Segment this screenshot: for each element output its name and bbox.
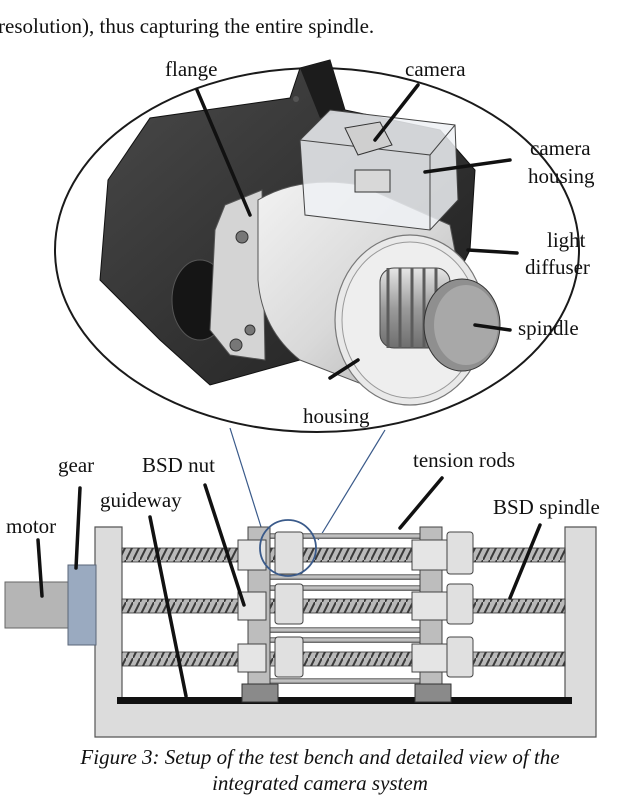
label-guideway: guideway (100, 488, 182, 512)
label-motor: motor (6, 514, 56, 538)
zoom-lines (229, 427, 386, 541)
label-gear: gear (58, 453, 94, 477)
carriage-left (237, 526, 304, 703)
flange-plate (209, 189, 266, 361)
detail-leaders (195, 83, 519, 380)
flange-bolt-3 (244, 324, 256, 336)
bsd-spindle-2 (121, 598, 566, 614)
guideway-plate (117, 697, 572, 704)
tension-rod-3 (265, 585, 425, 591)
label-tension-rods: tension rods (413, 448, 515, 472)
test-bench: gear motor BSD nut guideway tension rods… (4, 448, 600, 738)
flange-bolt-2 (229, 338, 243, 352)
zoom-circle (259, 519, 317, 577)
bench-frame (94, 526, 597, 738)
tension-rod-4 (265, 627, 425, 633)
spindle-detail (379, 267, 501, 372)
tension-rod-6 (265, 678, 425, 684)
caption-line-2: integrated camera system (212, 771, 428, 795)
camera-mount (354, 169, 391, 193)
label-light-diffuser-2: diffuser (525, 255, 590, 279)
label-flange: flange (165, 57, 217, 81)
tension-rod-5 (265, 637, 425, 643)
label-bsd-spindle: BSD spindle (493, 495, 600, 519)
label-spindle: spindle (518, 316, 579, 340)
label-bsd-nut: BSD nut (142, 453, 215, 477)
carriage-right (411, 526, 474, 703)
label-housing: housing (303, 404, 370, 428)
tension-rod-1 (265, 533, 425, 539)
caption-line-1: Figure 3: Setup of the test bench and de… (79, 745, 559, 769)
label-camera-housing-1: camera (530, 136, 591, 160)
flange-top-face (300, 60, 345, 118)
tension-rod-2 (265, 574, 425, 580)
intro-text: resolution), thus capturing the entire s… (0, 14, 374, 38)
label-camera-housing-2: housing (528, 164, 595, 188)
bsd-spindle-3 (121, 651, 566, 667)
label-camera: camera (405, 57, 466, 81)
detail-view: flange camera camera housing light diffu… (54, 57, 595, 433)
bench-leaders (36, 476, 542, 698)
gear-block (67, 564, 97, 646)
flange-bolt-1 (235, 230, 249, 244)
flange-small-hole (293, 96, 299, 102)
motor-block (4, 581, 70, 629)
camera-body (344, 121, 393, 156)
bsd-spindle-1 (121, 547, 566, 563)
label-light-diffuser-1: light (547, 228, 586, 252)
